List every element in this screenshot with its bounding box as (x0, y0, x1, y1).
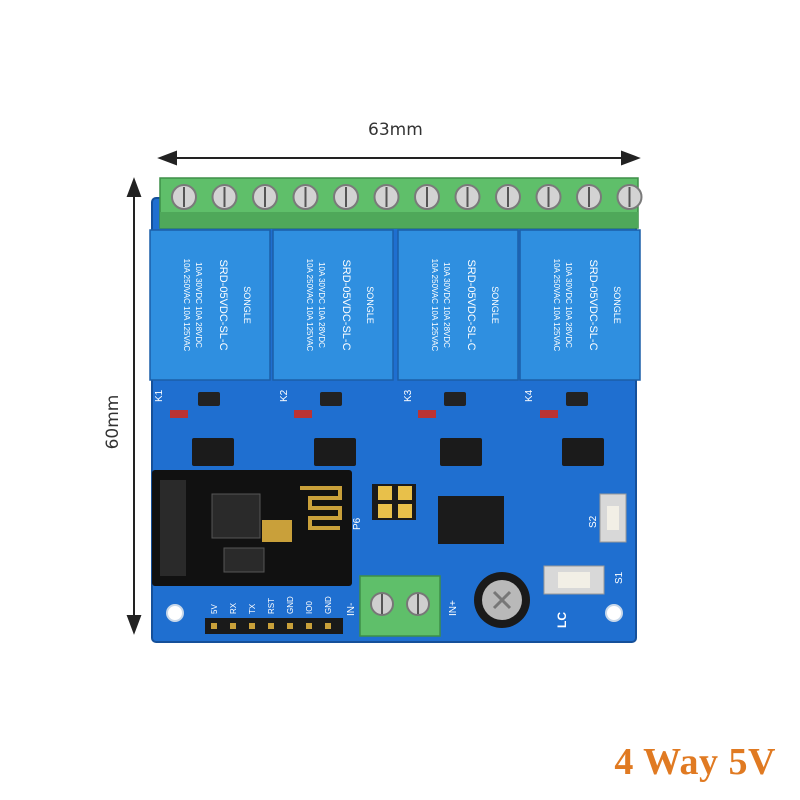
header-pin (211, 623, 217, 629)
header-pin-label: TX (248, 603, 257, 614)
relay-label: SONGLE (490, 286, 500, 324)
header-pin (325, 623, 331, 629)
jumper-label: P6 (352, 517, 363, 530)
header-pin (249, 623, 255, 629)
relay-ref-k3: K3 (403, 389, 414, 402)
relay-label: 10A 30VDC 10A 28VDC (564, 262, 573, 348)
header-pin-label: GND (286, 596, 295, 614)
relay-label: SONGLE (612, 286, 622, 324)
power-input-label: IN+ (448, 600, 459, 616)
main-ic (438, 496, 504, 544)
button-s1: S1 (543, 565, 625, 595)
relay-label: 10A 250VAC 10A 125VAC (552, 259, 561, 352)
power-input-terminal: IN- IN+ (346, 575, 459, 637)
button-s2-label: S2 (588, 515, 599, 528)
relay-body (149, 229, 271, 381)
product-caption: 4 Way 5V (614, 741, 776, 783)
height-dimension-arrow (126, 177, 142, 635)
esp01-wifi-module (152, 470, 352, 586)
relay-ref-k4: K4 (524, 389, 535, 402)
header-pin (230, 623, 236, 629)
pin-header-labels: 5V RX TX RST GND IO0 GND (210, 596, 333, 614)
relay-label: SRD-05VDC-SL-C (587, 259, 599, 350)
width-dimension-arrow (157, 150, 641, 166)
relay-label: 10A 250VAC 10A 125VAC (182, 259, 191, 352)
pin-header (205, 618, 343, 634)
button-s1-label: S1 (614, 571, 625, 584)
relay-label: 10A 250VAC 10A 125VAC (430, 259, 439, 352)
mounting-holes (166, 604, 623, 622)
header-pin-label: RX (229, 602, 238, 614)
relay-label: 10A 30VDC 10A 28VDC (442, 262, 451, 348)
driver-components (170, 392, 588, 418)
relay-ref-k2: K2 (279, 389, 290, 402)
jumper-p6: P6 (352, 484, 416, 530)
header-pin-label: GND (324, 596, 333, 614)
relay-label: SRD-05VDC-SL-C (465, 259, 477, 350)
header-pin-label: RST (267, 598, 276, 614)
relay-label: 10A 30VDC 10A 28VDC (317, 262, 326, 348)
relay-label: 10A 30VDC 10A 28VDC (194, 262, 203, 348)
relay-label: SRD-05VDC-SL-C (217, 259, 229, 350)
relay-body (272, 229, 394, 381)
header-pin (306, 623, 312, 629)
header-pin (287, 623, 293, 629)
relay-label: SONGLE (365, 286, 375, 324)
terminal-screws (171, 184, 643, 210)
width-dimension-label: 63mm (368, 120, 423, 140)
relay-label: 10A 250VAC 10A 125VAC (305, 259, 314, 352)
electrolytic-capacitor (474, 572, 530, 628)
output-terminal-strip (159, 177, 639, 229)
board-logo: LC (555, 612, 569, 628)
optocouplers (192, 438, 604, 466)
relay-body (519, 229, 641, 381)
relay-label: SONGLE (242, 286, 252, 324)
power-input-neg-label: IN- (346, 603, 357, 616)
relay-ref-k1: K1 (154, 389, 165, 402)
header-pin-label: IO0 (305, 601, 314, 614)
header-pin (268, 623, 274, 629)
relay-label: SRD-05VDC-SL-C (340, 259, 352, 350)
header-pin-label: 5V (210, 604, 219, 614)
button-s2: S2 (588, 493, 627, 543)
relay-body (397, 229, 519, 381)
